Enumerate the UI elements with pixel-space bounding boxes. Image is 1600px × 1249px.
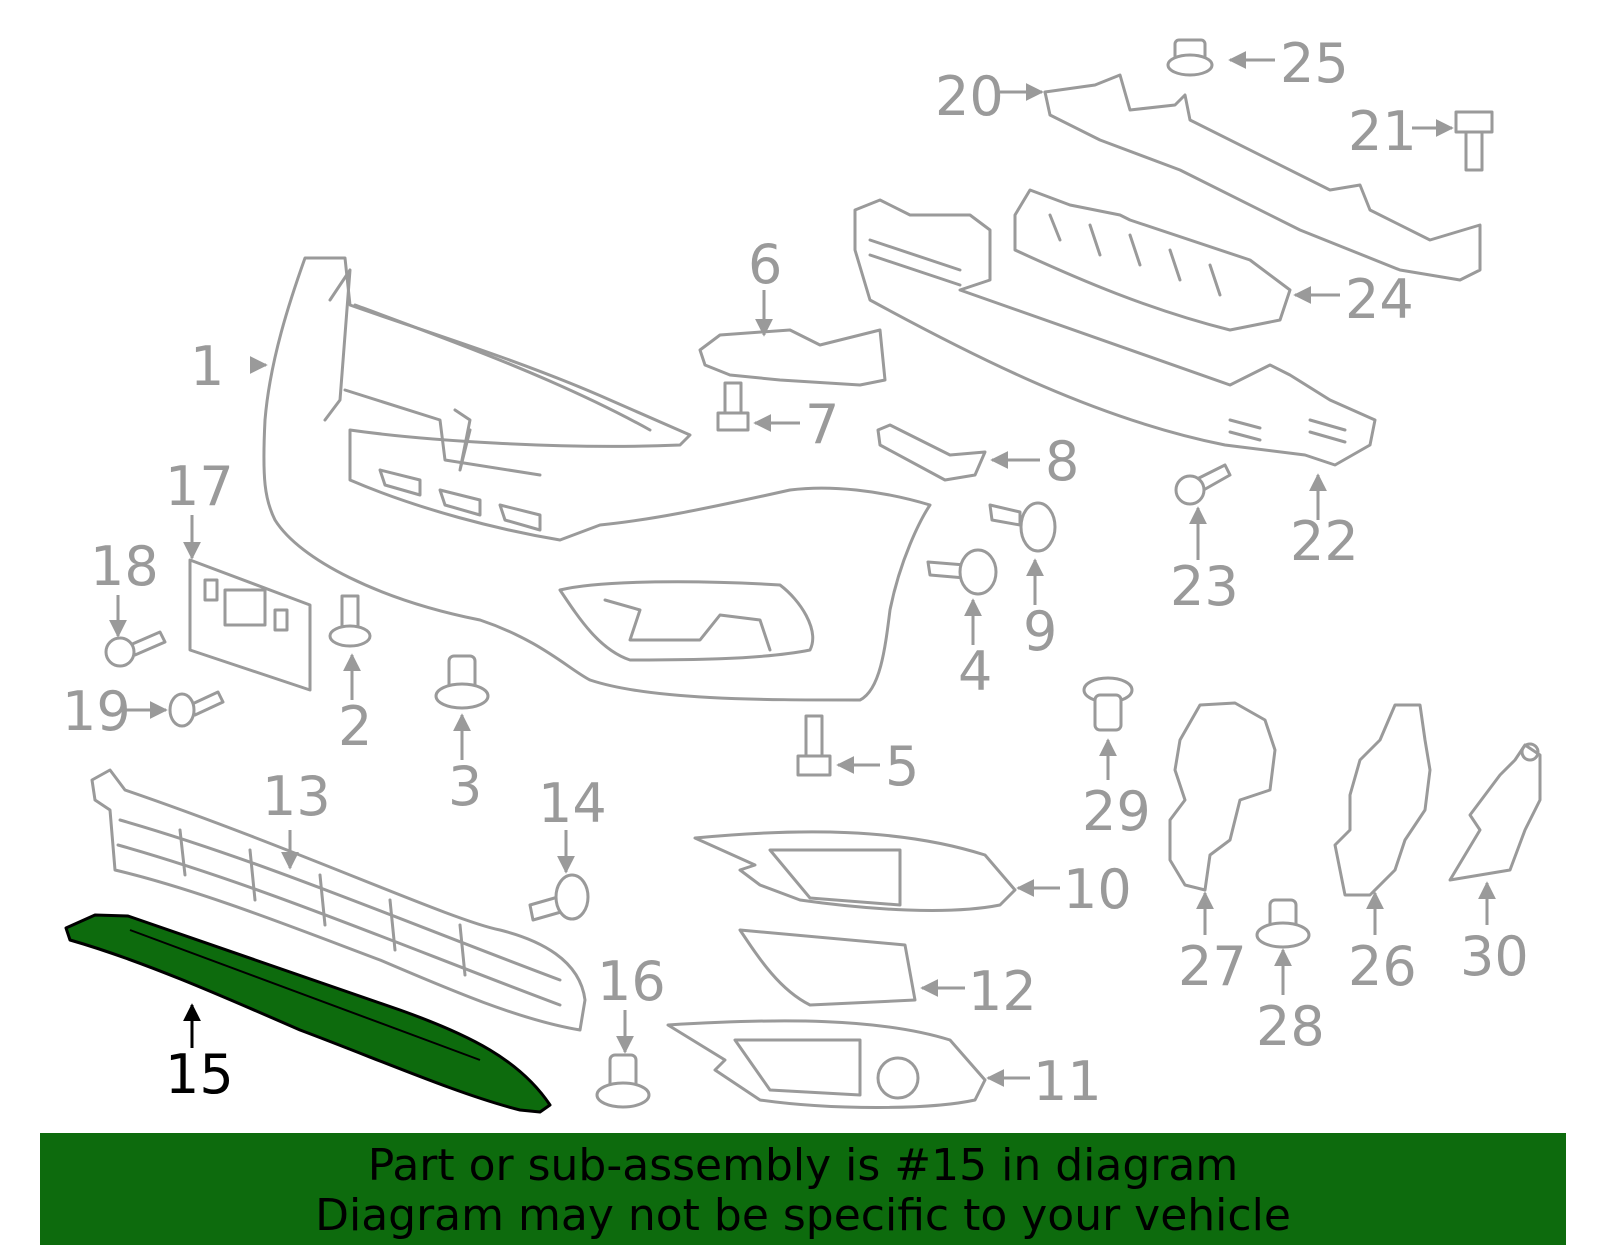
callout-label-25: 25 [1280,32,1349,95]
exploded-parts-diagram: 1 2 3 4 5 6 7 8 9 10 11 12 [62,32,1542,1114]
part-11-garnish[interactable] [666,1019,987,1109]
callout-label-7: 7 [805,393,839,456]
part-30-bracket[interactable] [1448,742,1542,882]
callout-25: 25 [1228,32,1349,95]
part-28-clip[interactable] [1255,898,1311,949]
callout-19: 19 [62,680,168,743]
callout-21: 21 [1348,100,1454,163]
callout-5: 5 [836,735,919,798]
callout-label-10: 10 [1063,858,1132,921]
callout-label-28: 28 [1256,995,1325,1058]
callout-label-22: 22 [1290,510,1359,573]
callout-label-8: 8 [1045,430,1079,493]
callout-label-6: 6 [748,233,782,296]
callout-label-26: 26 [1348,935,1417,998]
callout-10: 10 [1016,858,1132,921]
part-5-bolt[interactable] [796,714,832,777]
part-14-clip[interactable] [528,873,590,922]
callout-label-16: 16 [597,950,666,1013]
part-3-clip[interactable] [434,654,490,710]
callout-label-12: 12 [968,960,1037,1023]
callout-8: 8 [990,430,1079,493]
part-24-beam[interactable] [1013,188,1292,332]
part-7-bolt[interactable] [716,381,750,432]
callout-22: 22 [1290,473,1359,573]
callout-20: 20 [935,65,1044,128]
part-25-clip[interactable] [1166,38,1214,77]
callout-label-20: 20 [935,65,1004,128]
callout-label-13: 13 [262,765,331,828]
part-13-grille[interactable] [90,768,587,1032]
callout-label-18: 18 [90,535,159,598]
callout-label-17: 17 [165,455,234,518]
callout-1: 1 [190,335,268,398]
callout-label-24: 24 [1345,268,1414,331]
part-18-bolt[interactable] [104,630,167,668]
callout-23: 23 [1170,506,1239,618]
callout-label-1: 1 [190,335,224,398]
callout-label-9: 9 [1023,600,1057,663]
callout-label-21: 21 [1348,100,1417,163]
callout-26: 26 [1348,891,1417,998]
part-19-screw[interactable] [168,690,225,728]
callout-18: 18 [90,535,159,638]
callout-13: 13 [262,765,331,870]
callout-2: 2 [338,653,372,758]
part-21-bolt[interactable] [1454,110,1494,172]
callout-7: 7 [753,393,839,456]
callout-label-15: 15 [165,1043,234,1106]
part-22-absorber[interactable] [853,198,1377,467]
callout-label-30: 30 [1460,925,1529,988]
part-16-clip[interactable] [595,1053,651,1109]
callout-label-29: 29 [1082,780,1151,843]
part-26-bracket[interactable] [1333,703,1432,897]
part-12-cover[interactable] [738,928,917,1007]
callout-9: 9 [1023,558,1057,663]
notice-line-1: Part or sub-assembly is #15 in diagram [367,1140,1239,1191]
part-27-bracket[interactable] [1168,701,1277,892]
callout-17: 17 [165,455,234,560]
part-20-reinforcement[interactable] [1043,73,1482,282]
notice-banner: Part or sub-assembly is #15 in diagram D… [40,1133,1566,1245]
part-1-bumper-cover[interactable] [262,256,932,702]
part-6-bracket[interactable] [698,328,887,387]
notice-line-2: Diagram may not be specific to your vehi… [315,1190,1291,1241]
part-17-license-bracket[interactable] [188,558,312,692]
part-2-screw[interactable] [328,594,372,648]
callout-label-2: 2 [338,695,372,758]
callout-12: 12 [920,960,1037,1023]
callout-label-11: 11 [1033,1050,1102,1113]
callout-label-27: 27 [1178,935,1247,998]
part-23-bolt[interactable] [1174,463,1232,506]
callout-label-5: 5 [885,735,919,798]
callout-label-19: 19 [62,680,131,743]
callout-11: 11 [986,1050,1102,1113]
part-15-lower-cover-highlighted[interactable] [64,913,552,1114]
callout-6: 6 [748,233,782,337]
callout-4: 4 [958,598,992,703]
part-29-clip[interactable] [1082,676,1134,732]
callout-24: 24 [1293,268,1414,331]
part-8-strip[interactable] [876,423,987,482]
callout-label-4: 4 [958,640,992,703]
callout-14: 14 [538,772,607,874]
part-10-garnish[interactable] [693,830,1017,912]
callout-15: 15 [165,1003,234,1106]
callout-30: 30 [1460,881,1529,988]
callout-29: 29 [1082,738,1151,843]
callout-16: 16 [597,950,666,1054]
callout-label-3: 3 [448,755,482,818]
part-4-clip[interactable] [926,548,998,596]
callout-28: 28 [1256,948,1325,1058]
callout-label-14: 14 [538,772,607,835]
part-9-clip[interactable] [988,501,1057,553]
callout-27: 27 [1178,891,1247,998]
callout-label-23: 23 [1170,555,1239,618]
callout-3: 3 [448,713,482,818]
